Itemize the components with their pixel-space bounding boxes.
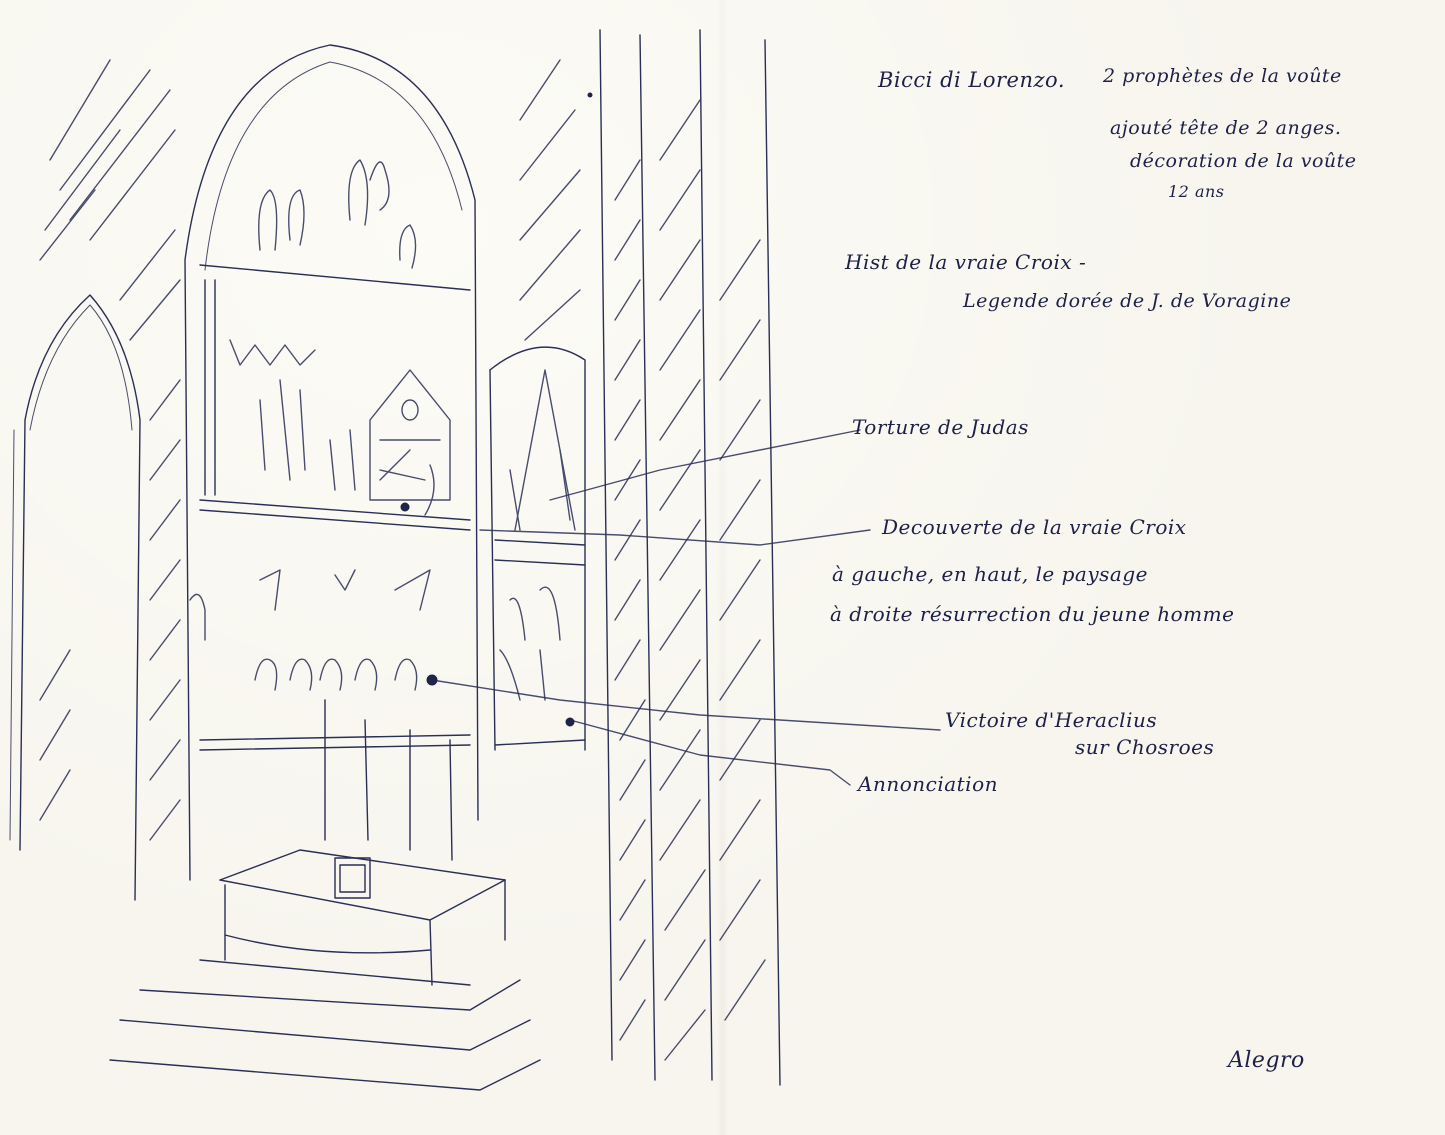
hatching-right bbox=[519, 59, 766, 1061]
note-history: Hist de la vraie Croix - bbox=[845, 250, 1087, 274]
main-arch bbox=[184, 44, 479, 881]
note-prophets: 2 prophètes de la voûte bbox=[1103, 65, 1342, 87]
right-wall bbox=[489, 369, 496, 751]
signature: Alegro bbox=[1228, 1048, 1305, 1073]
note-right-resurrection: à droite résurrection du jeune homme bbox=[830, 602, 1235, 626]
leader-lines bbox=[431, 429, 941, 786]
upper-panel-figures bbox=[229, 339, 451, 516]
right-panel-figures bbox=[499, 369, 576, 701]
note-annunciation: Annonciation bbox=[858, 772, 999, 796]
altar-candles bbox=[324, 699, 453, 861]
note-vault: décoration de la voûte bbox=[1130, 150, 1357, 172]
note-left-top: à gauche, en haut, le paysage bbox=[832, 562, 1148, 586]
note-legend: Legende dorée de J. de Voragine bbox=[963, 290, 1292, 312]
note-discovery: Decouverte de la vraie Croix bbox=[882, 515, 1187, 539]
note-artist: Bicci di Lorenzo. bbox=[878, 68, 1065, 92]
note-victory-1: Victoire d'Heraclius bbox=[945, 708, 1158, 732]
lunette-figures bbox=[258, 159, 417, 269]
note-angels: ajouté tête de 2 anges. bbox=[1110, 117, 1342, 139]
altar bbox=[109, 849, 541, 1091]
note-judas: Torture de Judas bbox=[852, 415, 1029, 439]
lower-panel-figures bbox=[189, 569, 431, 691]
note-age: 12 ans bbox=[1168, 182, 1225, 201]
hatching-left bbox=[39, 59, 181, 841]
left-gothic-arch bbox=[19, 294, 141, 901]
note-victory-2: sur Chosroes bbox=[1075, 735, 1215, 759]
